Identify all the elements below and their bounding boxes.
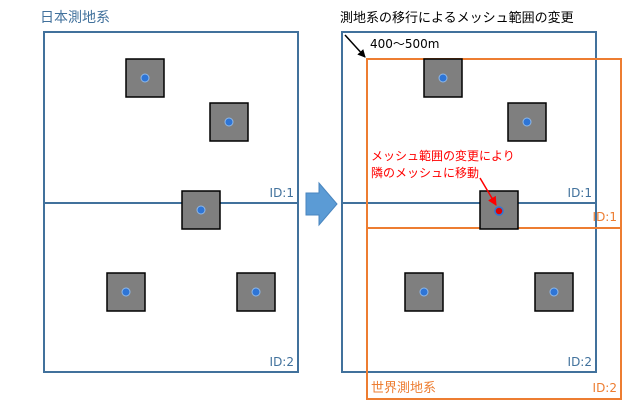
right-point-1 [423, 58, 463, 98]
left-point-5 [236, 272, 276, 312]
right-point-5 [534, 272, 574, 312]
offset-arrow-icon [344, 34, 366, 58]
annotation-arrow-icon [479, 177, 497, 206]
annotation-line-1: メッシュ範囲の変更により [371, 148, 515, 163]
new-id1-label: ID:1 [593, 210, 617, 224]
right-point-3-moved [479, 190, 519, 230]
world-datum-label: 世界測地系 [371, 381, 436, 396]
left-point-1 [125, 58, 165, 98]
left-id1-label: ID:1 [270, 186, 294, 200]
left-point-3 [181, 190, 221, 230]
left-id2-label: ID:2 [270, 355, 294, 369]
annotation-line-2: 隣のメッシュに移動 [371, 165, 479, 180]
offset-label: 400～500m [370, 37, 440, 51]
right-title: 測地系の移行によるメッシュ範囲の変更 [340, 10, 574, 26]
new-id2-label: ID:2 [593, 381, 617, 395]
old-id2-label: ID:2 [568, 355, 592, 369]
old-id1-label: ID:1 [568, 186, 592, 200]
left-point-2 [209, 102, 249, 142]
right-point-2 [507, 102, 547, 142]
left-title: 日本測地系 [40, 10, 110, 26]
transition-arrow-icon [305, 181, 338, 227]
right-point-4 [404, 272, 444, 312]
left-point-4 [106, 272, 146, 312]
